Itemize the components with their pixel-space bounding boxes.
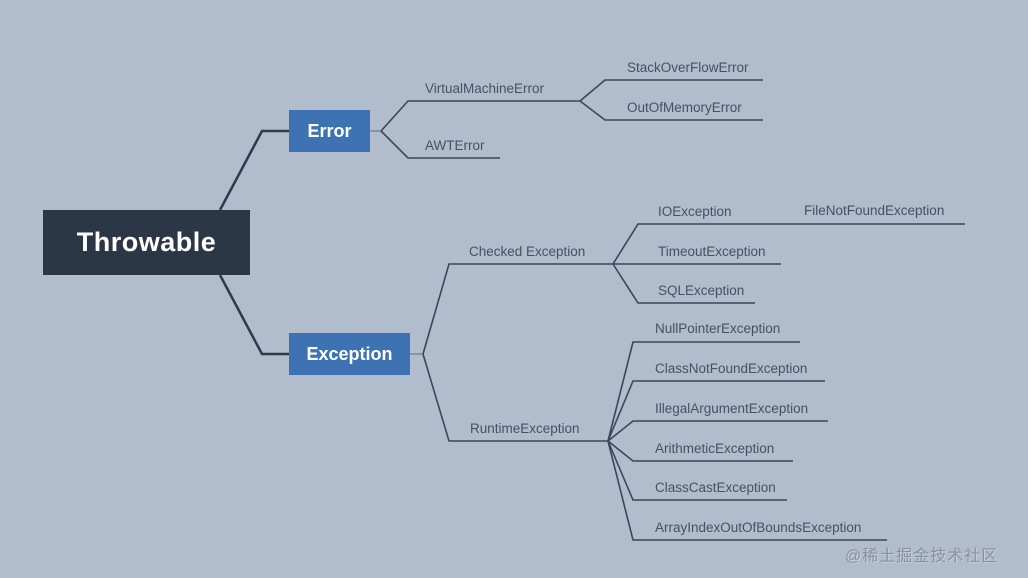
node-arithmeticexception: ArithmeticException (655, 441, 775, 456)
connector-virtualmachineerror (380, 100, 580, 132)
connector-arrayindexoutofboundsexception (607, 440, 887, 541)
connector-arithmeticexception (607, 440, 793, 462)
node-runtimeexception: RuntimeException (470, 421, 580, 436)
connector-classcastexception (607, 440, 787, 501)
node-classcastexception: ClassCastException (655, 480, 776, 495)
connector-illegalargumentexception (607, 420, 828, 442)
connector-root-exception (218, 274, 289, 356)
node-outofmemoryerror: OutOfMemoryError (627, 100, 742, 115)
juejin-watermark: @稀土掘金技术社区 (845, 548, 999, 565)
connector-ioexception-filenotfound (612, 223, 965, 265)
connector-outofmemoryerror (579, 100, 763, 121)
node-timeoutexception: TimeoutException (658, 244, 766, 259)
node-nullpointerexception: NullPointerException (655, 321, 781, 336)
connector-root-error (218, 129, 289, 211)
connector-sqlexception (612, 263, 755, 304)
node-stackoverflowerror: StackOverFlowError (627, 60, 749, 75)
node-ioexception: IOException (658, 204, 732, 219)
node-arrayindexoutofboundsexception: ArrayIndexOutOfBoundsException (655, 520, 862, 535)
node-virtualmachineerror: VirtualMachineError (425, 81, 545, 96)
node-throwable: Throwable (43, 210, 250, 275)
connector-awterror (380, 130, 500, 159)
connector-stackoverflowerror (579, 79, 763, 102)
connector-nullpointerexception (607, 341, 800, 442)
node-error: Error (289, 110, 370, 152)
node-checked-exception: Checked Exception (469, 244, 586, 259)
connector-checked-exception (422, 263, 613, 355)
node-awterror: AWTError (425, 138, 485, 153)
node-classnotfoundexception: ClassNotFoundException (655, 361, 808, 376)
node-sqlexception: SQLException (658, 283, 745, 298)
node-exception: Exception (289, 333, 410, 375)
connector-classnotfoundexception (607, 380, 825, 442)
node-illegalargumentexception: IllegalArgumentException (655, 401, 809, 416)
connector-runtimeexception (422, 353, 608, 442)
node-filenotfoundexception: FileNotFoundException (804, 203, 945, 218)
